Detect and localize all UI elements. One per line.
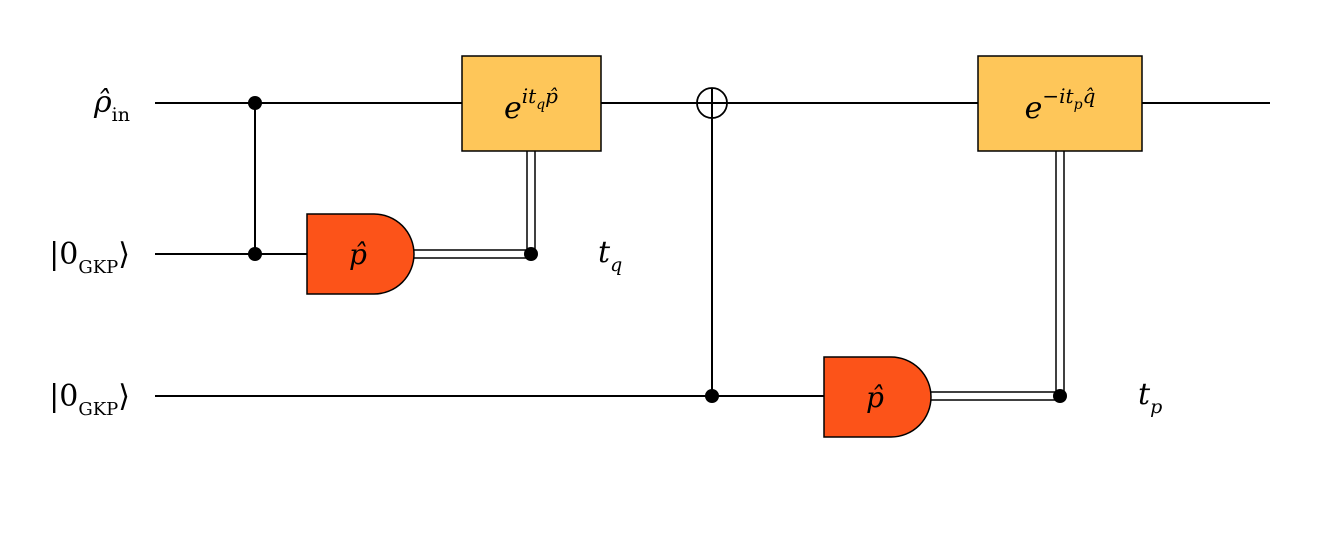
control-dot-wire1 (248, 96, 262, 110)
classical-node-1 (524, 247, 538, 261)
measurement-gate-1 (306, 213, 415, 295)
outcome-label-tq: tq (598, 235, 622, 276)
classical-wire-1 (414, 151, 536, 259)
classical-node-2 (1053, 389, 1067, 403)
measurement-gate-2-label: p̂ (866, 381, 884, 414)
outcome-label-tp: tp (1138, 377, 1162, 418)
displacement-gate-2-label: e−itpq̂ (1025, 84, 1096, 126)
displacement-gate-1-label: eitqp̂ (504, 84, 558, 126)
displacement-gate-1 (461, 55, 602, 152)
measurement-gate-1-label: p̂ (349, 238, 367, 271)
input-label-2: |0GKP⟩ (49, 237, 130, 278)
control-dot-wire2 (248, 247, 262, 261)
input-label-1: ρ̂in (93, 85, 130, 126)
classical-wire-2 (930, 151, 1065, 401)
cnot-control-dot (705, 389, 719, 403)
input-label-3: |0GKP⟩ (49, 379, 130, 420)
displacement-gate-2 (977, 55, 1143, 152)
measurement-gate-2 (823, 356, 932, 438)
